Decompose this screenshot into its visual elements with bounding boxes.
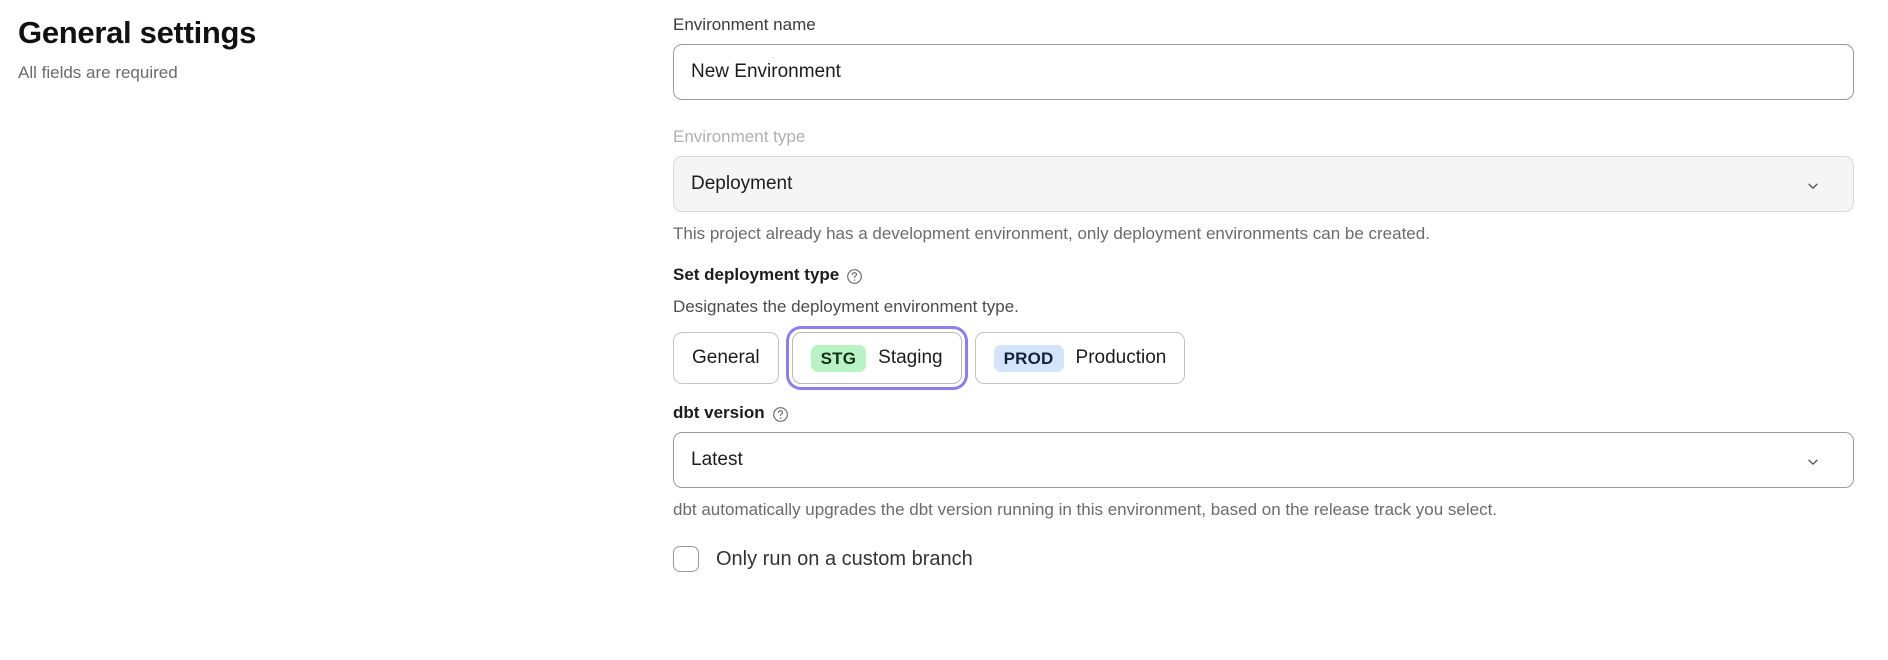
deployment-type-label-row: Set deployment type: [673, 264, 1854, 286]
dbt-version-help-text: dbt automatically upgrades the dbt versi…: [673, 500, 1498, 520]
production-badge: PROD: [993, 344, 1064, 373]
settings-header: General settings All fields are required: [18, 14, 618, 84]
environment-type-field-group: Environment type Deployment This project…: [673, 126, 1854, 246]
spacer: [673, 100, 1854, 126]
environment-name-input[interactable]: New Environment: [673, 44, 1854, 101]
dbt-version-label-row: dbt version: [673, 402, 1854, 424]
deployment-type-option-production-label: Production: [1075, 347, 1167, 369]
environment-name-label: Environment name: [673, 15, 816, 34]
page-subtitle: All fields are required: [18, 62, 178, 82]
dbt-version-label: dbt version: [673, 403, 765, 423]
custom-branch-checkbox[interactable]: [673, 546, 699, 573]
dbt-version-field-group: dbt version Latest dbt automatically upg…: [673, 402, 1854, 522]
environment-type-value: Deployment: [691, 173, 793, 195]
deployment-type-field-group: Set deployment type Designates the deplo…: [673, 264, 1854, 385]
dbt-version-select[interactable]: Latest: [673, 432, 1854, 489]
spacer: [673, 384, 1854, 402]
deployment-type-option-general[interactable]: General: [673, 332, 779, 385]
chevron-down-icon: [1806, 453, 1820, 467]
chevron-down-icon: [1806, 177, 1820, 191]
custom-branch-row[interactable]: Only run on a custom branch: [673, 546, 1854, 573]
page-title: General settings: [18, 15, 257, 50]
question-circle-icon[interactable]: [772, 406, 789, 423]
deployment-type-option-production[interactable]: PROD Production: [974, 332, 1186, 385]
deployment-type-option-staging[interactable]: STG Staging: [791, 332, 962, 385]
deployment-type-label: Set deployment type: [673, 265, 840, 285]
deployment-type-option-staging-label: Staging: [878, 347, 943, 369]
dbt-version-value: Latest: [691, 449, 743, 471]
environment-type-help-text: This project already has a development e…: [673, 224, 1430, 244]
spacer: [673, 246, 1854, 264]
custom-branch-label: Only run on a custom branch: [716, 548, 973, 571]
question-circle-icon[interactable]: [846, 268, 863, 285]
environment-type-select[interactable]: Deployment: [673, 156, 1854, 213]
deployment-type-option-general-label: General: [692, 347, 760, 369]
deployment-type-description: Designates the deployment environment ty…: [673, 297, 1019, 317]
settings-form: Environment name New Environment Environ…: [673, 14, 1854, 573]
staging-badge: STG: [810, 344, 867, 373]
environment-type-label: Environment type: [673, 127, 806, 147]
deployment-type-options: General STG Staging PROD Production: [673, 332, 1854, 385]
environment-name-field-group: Environment name New Environment: [673, 14, 1854, 101]
